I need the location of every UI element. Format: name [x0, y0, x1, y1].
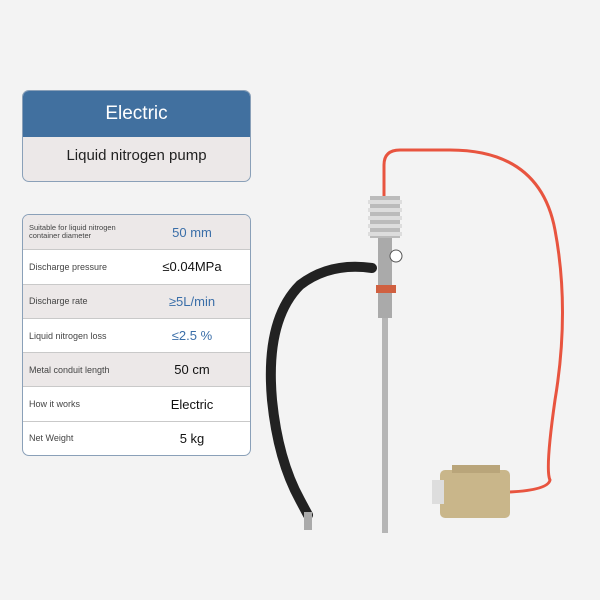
- metal-conduit: [382, 318, 388, 533]
- spec-label: How it works: [29, 399, 81, 410]
- spec-value: 50 cm: [174, 362, 210, 378]
- pump-body: [378, 238, 392, 318]
- black-discharge-hose: [265, 261, 377, 520]
- spec-row: How it works Electric: [23, 386, 250, 420]
- product-name: Liquid nitrogen pump: [66, 146, 207, 164]
- cooling-fins: [368, 196, 402, 238]
- valve-ring: [376, 285, 396, 293]
- spec-label: Discharge rate: [29, 296, 88, 307]
- spec-row: Liquid nitrogen loss ≤2.5 %: [23, 317, 250, 352]
- spec-row: Suitable for liquid nitrogen container d…: [23, 215, 250, 250]
- category-title: Electric: [23, 91, 250, 137]
- spec-label: Liquid nitrogen loss: [29, 330, 107, 341]
- spec-value: ≤2.5 %: [171, 328, 213, 344]
- spec-value: 5 kg: [179, 430, 205, 446]
- red-air-hose: [382, 148, 564, 494]
- pressure-gauge: [389, 249, 403, 263]
- spec-value: Electric: [170, 396, 214, 412]
- spec-value: ≥5L/min: [168, 293, 216, 309]
- spec-label: Net Weight: [29, 433, 74, 444]
- spec-table: Suitable for liquid nitrogen container d…: [22, 214, 251, 457]
- spec-value: 50 mm: [172, 224, 212, 240]
- spec-label: Discharge pressure: [29, 261, 108, 272]
- spec-row: Discharge rate ≥5L/min: [23, 283, 250, 318]
- air-compressor: [432, 465, 510, 518]
- spec-label: Suitable for liquid nitrogen container d…: [29, 223, 116, 241]
- hose-nozzle: [304, 512, 312, 530]
- spec-label: Metal conduit length: [29, 364, 110, 375]
- spec-row: Metal conduit length 50 cm: [23, 352, 250, 387]
- spec-value: ≤0.04MPa: [162, 259, 222, 275]
- spec-row: Net Weight 5 kg: [23, 420, 250, 455]
- spec-row: Discharge pressure ≤0.04MPa: [23, 249, 250, 283]
- product-title-card: Electric Liquid nitrogen pump: [22, 90, 251, 182]
